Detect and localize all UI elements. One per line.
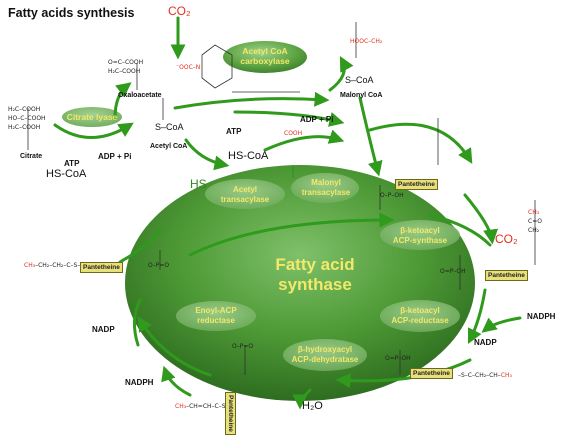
phosphate-right: O=P–OH [440, 268, 466, 275]
enoyl-line-1: Enoyl-ACP [195, 306, 237, 315]
beta-ketoacyl-synthase-label: β-ketoacyl ACP-synthase [383, 226, 457, 246]
nadph-right-label: NADPH [527, 312, 556, 321]
acetyl-coa-label: Acetyl CoA [150, 143, 188, 150]
acetyl-coa-carboxylase-label: Acetyl CoA carboxylase [225, 46, 305, 66]
phosphate-bottom: O=P–OH [385, 355, 411, 362]
arrow-co2-release [463, 193, 499, 245]
bks-line-1: β-ketoacyl [400, 226, 440, 235]
arrow-transfer-acyl [188, 212, 395, 257]
hs-coa-left-label: HS-CoA [46, 168, 87, 180]
acyl-chain-left: CH₃–CH₂–CH₂–C–S– [24, 262, 81, 269]
arrow-nadph-in [481, 316, 522, 333]
malonyl-coa-label: Malonyl CoA [340, 92, 383, 99]
acetyl-transacylase-enzyme [205, 179, 285, 209]
acetyl-s-coa: S–CoA [155, 122, 184, 132]
enoyl-chain: CH₃–CH=CH–C–S– [175, 403, 229, 410]
adp-pi-left-label: ADP + Pi [98, 152, 132, 161]
beta-ketoacyl-synthase-enzyme [380, 220, 460, 250]
atp-mid-label: ATP [226, 127, 242, 136]
beta-ketoacyl-reductase-label: β-ketoacyl ACP-reductase [383, 306, 457, 326]
co2-right-label: CO₂ [495, 232, 518, 246]
enoyl-acp-reductase-enzyme [176, 301, 256, 331]
arrow-acetyl-loading [184, 138, 230, 171]
synthase-line-2: synthase [278, 275, 352, 294]
citrate-lyase-enzyme [62, 107, 122, 127]
acc-line-1: Acetyl CoA [242, 46, 288, 56]
atp-left-label: ATP [64, 159, 80, 168]
malonyl-red-carboxyl: HOOC–CH₂ [350, 38, 383, 45]
arrow-hscoa-out [263, 129, 345, 152]
malonyl-line-1: Malonyl [311, 178, 341, 187]
pantetheine-tag-vertical: Pantetheine [225, 392, 236, 435]
enoyl-line-2: reductase [197, 316, 235, 325]
arrow-to-malonylcoa [328, 56, 354, 92]
biotin-ring [201, 44, 233, 89]
beta-ketoacyl-reductase-enzyme [380, 300, 460, 332]
hydroxyacyl-chain: –S–C–CH₂–CH–CH₃ [458, 372, 512, 379]
malonyl-transacylase-label: Malonyl transacylase [292, 178, 360, 198]
hs-green-label: HS [190, 177, 207, 191]
arrow-reduction [467, 288, 487, 345]
arrow-to-oxaloacetate [113, 82, 132, 120]
malonyl-transacylase-enzyme [291, 173, 359, 203]
acc-line-2: carboxylase [240, 56, 290, 66]
bhd-line-2: ACP-dehydratase [291, 355, 359, 364]
pantetheine-tag-bottom: Pantetheine [410, 368, 453, 379]
adp-pi-right-label: ADP + Pi [300, 115, 334, 124]
pantetheine-tag-left: Pantetheine [80, 262, 123, 273]
arrow-to-adp-right [233, 110, 345, 127]
citrate-lyase-label: Citrate lyase [66, 112, 118, 122]
pantetheine-tag-top: Pantetheine [395, 179, 438, 190]
bhd-line-1: β-hydroxyacyl [297, 345, 353, 354]
bkr-line-2: ACP-reductase [391, 316, 449, 325]
carboxybiotin-red: ⁻OOC–N [176, 64, 201, 71]
acetyl-line-1: Acetyl [232, 185, 257, 194]
arrow-recycle [118, 228, 162, 264]
phosphate-core: O–P=O [148, 262, 170, 269]
arrow-malonyl-loading [358, 96, 383, 177]
arrow-malonyl-to-acp [368, 122, 473, 164]
phosphate-top: O–P–OH [380, 192, 404, 199]
enoyl-acp-reductase-label: Enoyl-ACP reductase [180, 306, 252, 326]
synthase-label: Fatty acid synthase [265, 255, 365, 295]
bkr-line-1: β-ketoacyl [400, 306, 440, 315]
beta-hydroxyacyl-dehydratase-label: β-hydroxyacyl ACP-dehydratase [285, 345, 365, 365]
arrow-water-out [292, 388, 312, 410]
pantetheine-tag-right: Pantetheine [485, 270, 528, 281]
acp-red-carboxyl: COOH [284, 130, 303, 137]
arrow-citrate-to-acetylcoa [53, 122, 134, 139]
bks-line-2: ACP-synthase [392, 236, 448, 245]
arrow-nadp-left [133, 298, 142, 347]
arrow-acetylcoa-to-carboxylation [173, 91, 330, 110]
phosphate-left: O–P=O [232, 343, 254, 350]
nadp-left-label: NADP [92, 325, 115, 334]
arrow-nadph-left [161, 365, 192, 397]
co2-top-label: CO₂ [168, 4, 191, 18]
nadph-left-label: NADPH [125, 378, 154, 387]
acetyl-coa-carboxylase-enzyme [223, 41, 307, 73]
oxaloacetate-label: Oxaloacetate [118, 92, 162, 99]
citrate-label: Citrate [20, 153, 43, 160]
acetyl-transacylase-label: Acetyl transacylase [208, 185, 282, 205]
arrow-condensation [428, 213, 492, 247]
malonyl-line-2: transacylase [301, 188, 351, 197]
beta-hydroxyacyl-dehydratase-enzyme [283, 339, 367, 371]
malonyl-s-coa: S–CoA [345, 75, 374, 85]
nadp-right-label: NADP [474, 338, 497, 347]
acetyl-line-2: transacylase [220, 195, 270, 204]
diagram-title: Fatty acids synthesis [8, 6, 135, 20]
hs-coa-mid-label: HS-CoA [228, 150, 269, 162]
arrow-enoyl-reduction [137, 316, 212, 377]
water-label: H₂O [302, 400, 323, 412]
synthase-line-1: Fatty acid [275, 255, 355, 274]
